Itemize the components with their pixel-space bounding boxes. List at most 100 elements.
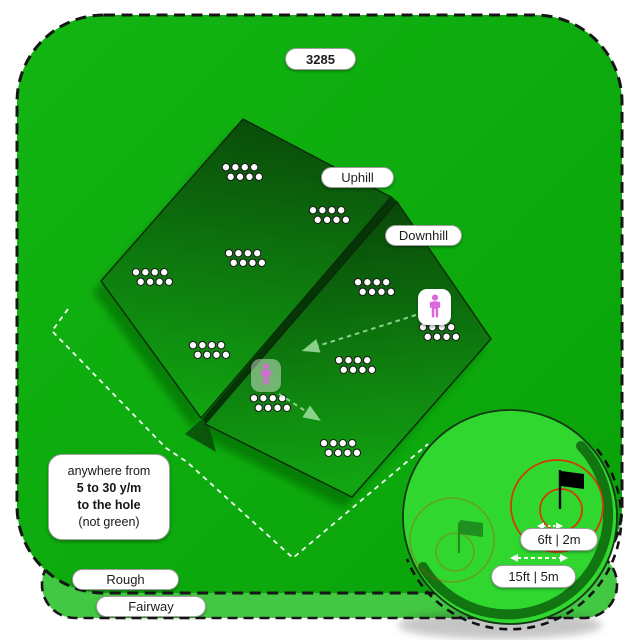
dot-clusters-layer: [131, 162, 461, 458]
ball-dot: [221, 350, 231, 360]
player-icon-current: [418, 289, 451, 325]
ball-dot: [432, 332, 442, 342]
path-arrow-1: [301, 314, 417, 353]
ball-dot: [263, 403, 273, 413]
ball-dot: [319, 438, 329, 448]
ball-dot: [324, 448, 333, 458]
inset-dashed-rim: [405, 448, 623, 631]
previous-hole-ghost: [409, 497, 495, 583]
ball-dot: [327, 205, 337, 215]
inset-shadow: [398, 611, 602, 639]
ball-dot: [141, 267, 150, 277]
green-downhill-panel: [203, 200, 492, 498]
pin-flag-icon: [558, 470, 584, 509]
ball-dot: [338, 438, 348, 448]
callout-line: anywhere from: [67, 464, 151, 478]
ball-dot: [282, 403, 292, 413]
ball-dot: [193, 350, 202, 360]
ball-dot: [332, 215, 341, 225]
inset-dark-rim: [418, 441, 614, 620]
ball-dot: [249, 393, 259, 403]
ball-dot: [277, 393, 287, 403]
player-path-arrows: [278, 314, 417, 421]
ball-dot: [334, 355, 344, 365]
ball-dot: [423, 332, 432, 342]
ball-dot: [353, 277, 363, 287]
ball-dot: [333, 448, 343, 458]
ball-dot: [240, 162, 250, 172]
inner-distance-arrow: [537, 522, 563, 530]
ball-dot: [159, 267, 169, 277]
ball-dot: [363, 277, 372, 287]
ball-dot: [238, 258, 248, 268]
green-edge-wedge: [185, 419, 216, 452]
ball-dot: [348, 365, 358, 375]
ball-dot: [155, 277, 164, 287]
green-ridge-line: [202, 196, 399, 426]
ball-dot: [226, 172, 235, 182]
ball-dot: [145, 277, 155, 287]
ball-dot: [254, 403, 263, 413]
ball-dot: [339, 365, 348, 375]
ball-dot: [381, 277, 391, 287]
uphill-label: Uphill: [321, 167, 394, 188]
ball-dot: [273, 403, 282, 413]
ball-dot: [221, 162, 231, 172]
inset-circle: [402, 409, 618, 625]
ball-dot: [202, 350, 212, 360]
ball-dot: [243, 248, 253, 258]
ball-dot: [234, 248, 243, 258]
ball-dot: [372, 277, 382, 287]
ball-dot: [150, 267, 160, 277]
hole-number-badge: 3285: [285, 48, 356, 70]
ball-dot: [442, 332, 451, 342]
player-icon-previous: [251, 359, 281, 392]
ball-dot: [131, 267, 141, 277]
distance-callout: anywhere from 5 to 30 y/m to the hole (n…: [48, 454, 170, 540]
ball-dot: [377, 287, 386, 297]
ball-dot: [212, 350, 221, 360]
ball-dot: [268, 393, 278, 403]
ball-dot: [224, 248, 234, 258]
callout-line: 5 to 30 y/m: [76, 481, 142, 495]
ball-dot: [446, 322, 456, 332]
outer-target-ring: [510, 459, 604, 553]
ball-dot: [367, 287, 377, 297]
ball-dot: [358, 365, 367, 375]
ball-dot: [313, 215, 322, 225]
callout-line: to the hole: [77, 498, 141, 512]
ball-dot: [451, 332, 461, 342]
practice-zone-dashed-outline: [51, 308, 429, 559]
outer-distance-arrow: [510, 554, 568, 562]
ball-dot: [353, 355, 363, 365]
fairway-label: Fairway: [96, 596, 206, 617]
ball-dot: [235, 172, 245, 182]
ball-dot: [308, 205, 318, 215]
ball-dot: [252, 248, 262, 258]
ball-dot: [367, 365, 377, 375]
person-icon: [261, 363, 271, 385]
ball-dot: [352, 448, 362, 458]
ball-dot: [347, 438, 357, 448]
ball-dot: [341, 215, 351, 225]
ball-dot: [362, 355, 372, 365]
ball-dot: [259, 393, 268, 403]
ball-dot: [207, 340, 217, 350]
ball-dot: [257, 258, 267, 268]
ball-dot: [318, 205, 327, 215]
ball-dot: [188, 340, 198, 350]
rough-label: Rough: [72, 569, 179, 590]
ball-dot: [164, 277, 174, 287]
ball-dot: [329, 438, 338, 448]
ball-dot: [245, 172, 254, 182]
ball-dot: [229, 258, 238, 268]
ball-dot: [231, 162, 240, 172]
person-icon: [429, 294, 440, 317]
ball-dot: [322, 215, 332, 225]
ball-dot: [336, 205, 346, 215]
downhill-label: Downhill: [385, 225, 462, 246]
ball-dot: [343, 448, 352, 458]
ball-dot: [386, 287, 396, 297]
ball-dot: [358, 287, 367, 297]
ball-dot: [136, 277, 145, 287]
